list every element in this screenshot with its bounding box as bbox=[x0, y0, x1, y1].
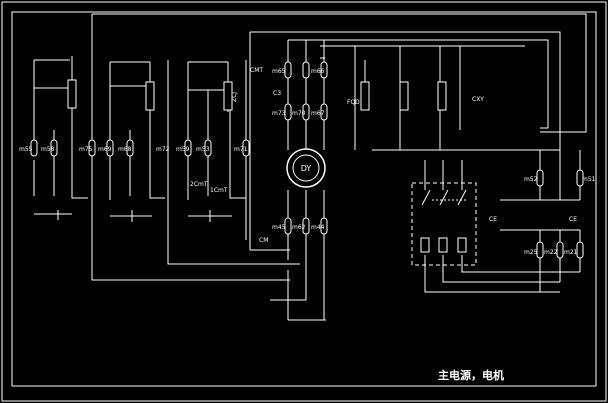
label-2cmt: 2CmT bbox=[190, 181, 208, 188]
label-m55: m55 bbox=[19, 146, 33, 153]
label-ce-right: CE bbox=[569, 216, 577, 223]
label-m71: m71 bbox=[234, 146, 248, 153]
inner-frame bbox=[11, 11, 597, 387]
label-m51: m51 bbox=[582, 176, 596, 183]
label-m67: m67 bbox=[311, 110, 325, 117]
switch-box bbox=[411, 182, 477, 266]
label-zcj: ZCJ bbox=[231, 92, 238, 102]
label-m65: m65 bbox=[272, 68, 286, 75]
resistors bbox=[30, 61, 584, 259]
label-m68: m68 bbox=[118, 146, 132, 153]
label-m52: m52 bbox=[524, 176, 538, 183]
label-m69: m69 bbox=[98, 146, 112, 153]
label-cxy: CXY bbox=[472, 96, 484, 103]
label-m59: m59 bbox=[176, 146, 190, 153]
motor-inner-circle bbox=[292, 154, 320, 182]
label-c3: C3 bbox=[273, 90, 281, 97]
label-cmt: CMT bbox=[250, 67, 263, 74]
diagram-caption: 主电源，电机 bbox=[438, 368, 504, 382]
wiring bbox=[33, 13, 587, 321]
label-m73: m73 bbox=[272, 110, 286, 117]
relay-coils bbox=[67, 79, 447, 111]
switch-box-contacts bbox=[420, 189, 467, 253]
label-1cmt: 1CmT bbox=[210, 187, 228, 194]
label-m62: m62 bbox=[292, 224, 306, 231]
label-m25: m25 bbox=[524, 249, 538, 256]
label-m72: m72 bbox=[156, 146, 170, 153]
label-fqd: FQD bbox=[347, 99, 360, 106]
label-m21: m21 bbox=[564, 249, 578, 256]
label-cm: CM bbox=[259, 237, 268, 244]
label-ce-left: CE bbox=[489, 216, 497, 223]
label-m58: m58 bbox=[41, 146, 55, 153]
label-m45: m45 bbox=[272, 224, 286, 231]
label-m70: m70 bbox=[292, 110, 306, 117]
label-m53: m53 bbox=[196, 146, 210, 153]
label-m75: m75 bbox=[79, 146, 93, 153]
motor-label: DY bbox=[301, 164, 312, 173]
label-m44: m44 bbox=[311, 224, 325, 231]
label-m22: m22 bbox=[544, 249, 558, 256]
label-m66: m66 bbox=[311, 68, 325, 75]
